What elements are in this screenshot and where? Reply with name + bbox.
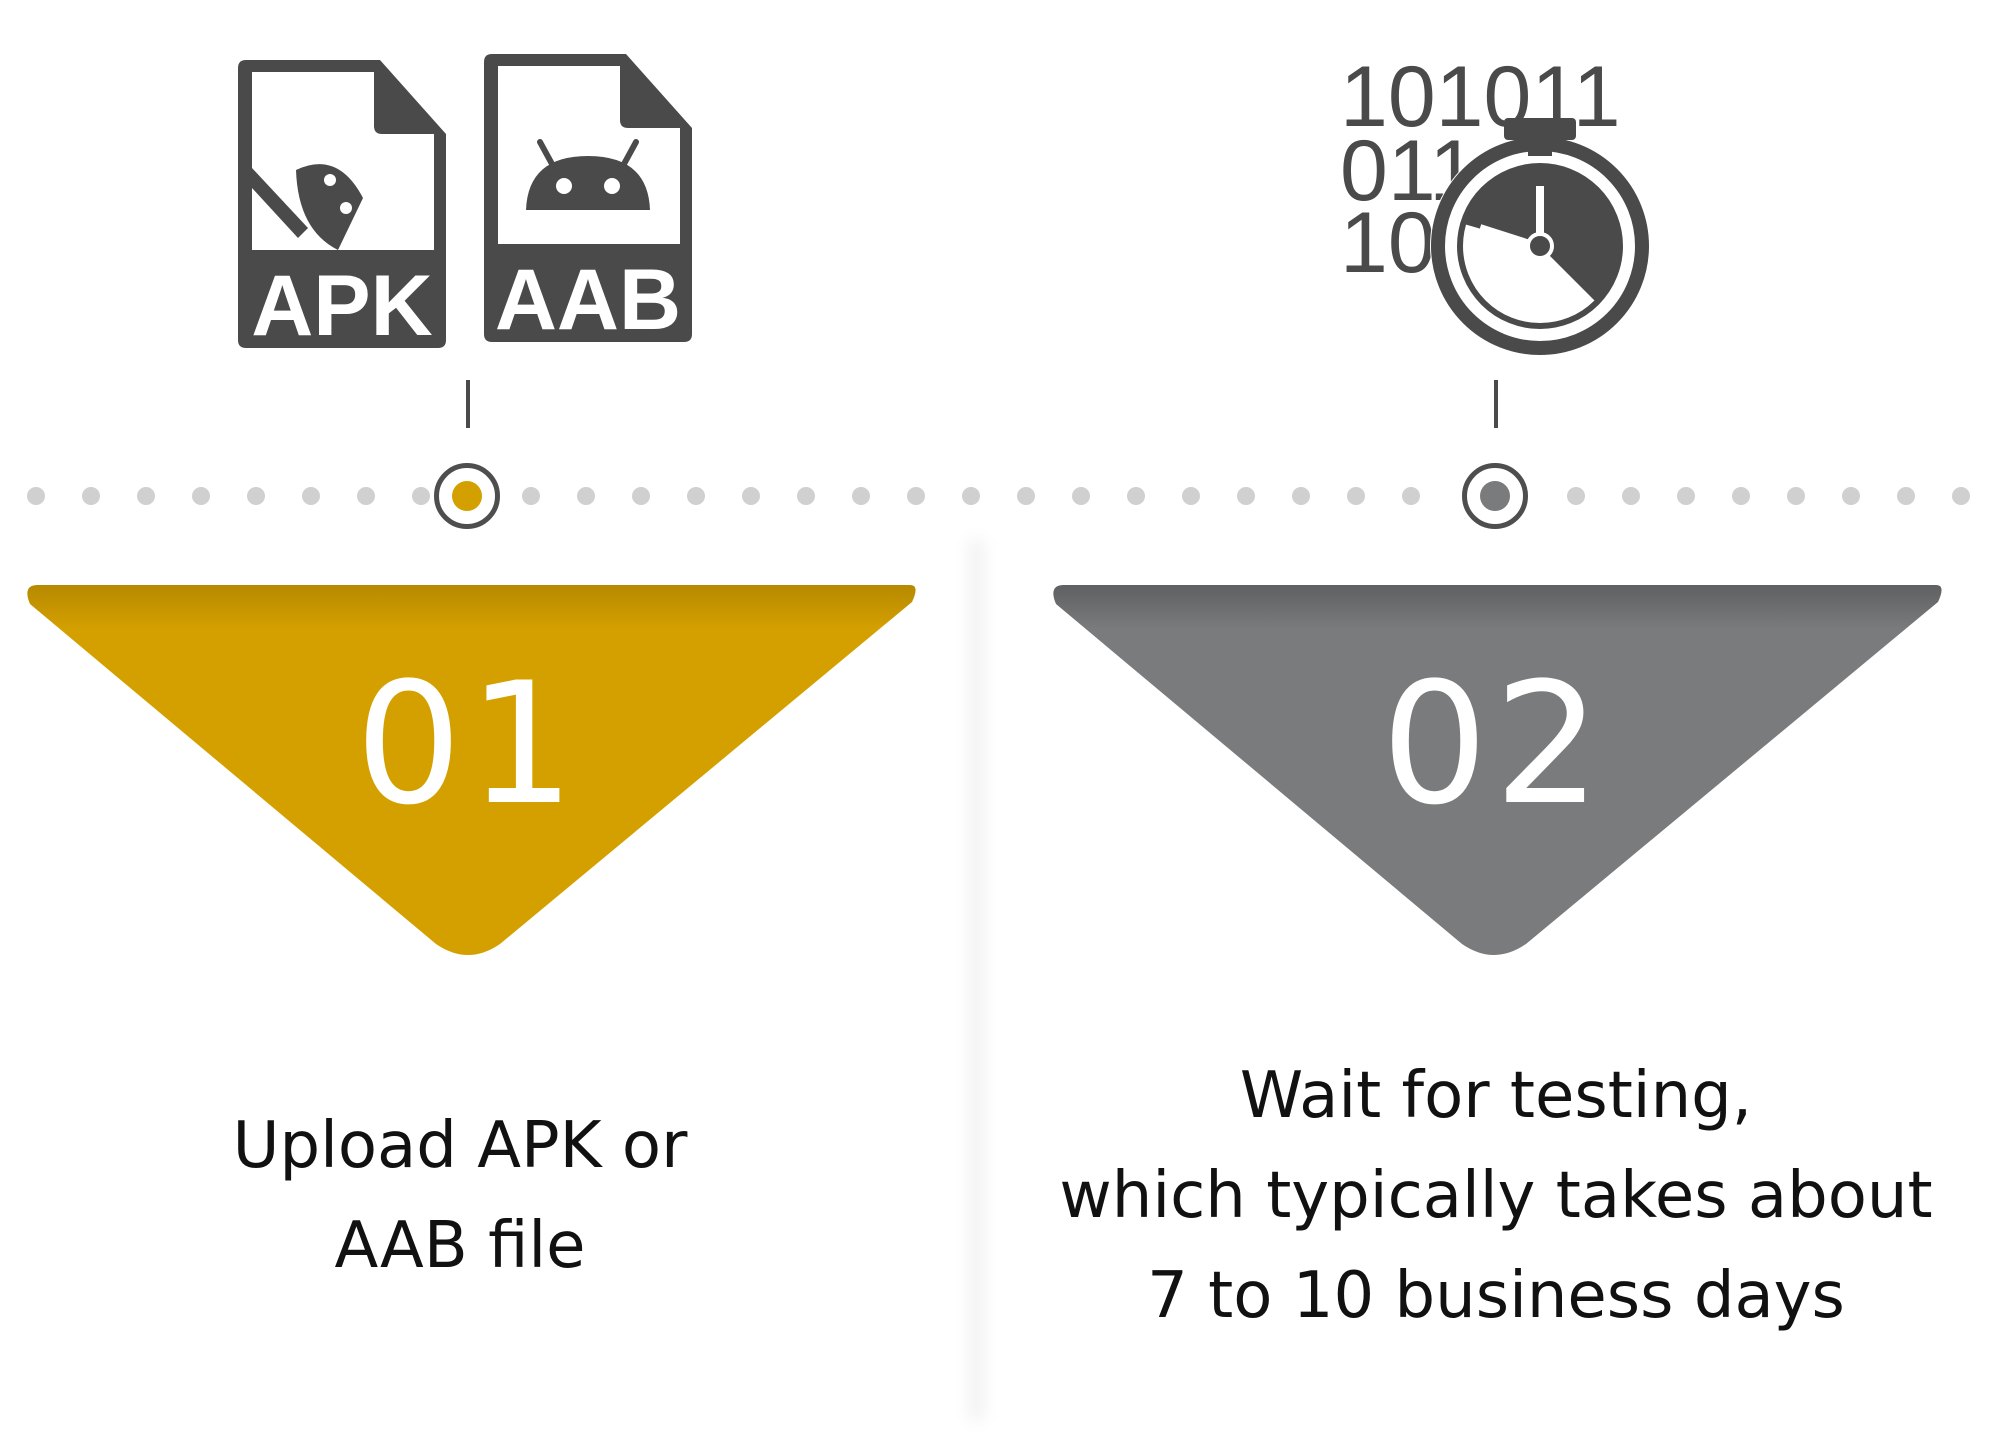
timeline-dot: [632, 487, 650, 505]
aab-icon-label: AAB: [495, 252, 681, 344]
panel-divider-shadow: [968, 540, 984, 1420]
timeline-dot: [192, 487, 210, 505]
timeline-dot: [1732, 487, 1750, 505]
binary-stopwatch-icon: 101011 011 10: [1340, 50, 1650, 356]
step-2-marker-core: [1480, 481, 1510, 511]
step-1-description-line-2: AAB file: [334, 1209, 586, 1283]
apk-icon-label: APK: [251, 258, 433, 350]
step-2-triangle: [1053, 585, 1942, 955]
step-1-number: 01: [355, 646, 581, 842]
timeline-dot: [1842, 487, 1860, 505]
timeline-dot: [907, 487, 925, 505]
timeline-dot: [1787, 487, 1805, 505]
timeline-dot: [852, 487, 870, 505]
timeline-dot: [357, 487, 375, 505]
step-1-description: Upload APK or AAB file: [160, 1096, 760, 1296]
step-2-description-line-3: 7 to 10 business days: [1147, 1259, 1845, 1333]
timeline-dot: [962, 487, 980, 505]
timeline-dot: [137, 487, 155, 505]
binary-line-3: 10: [1340, 195, 1436, 291]
timeline-dot: [577, 487, 595, 505]
timeline-dot: [82, 487, 100, 505]
timeline-dot: [247, 487, 265, 505]
timeline-dot: [412, 487, 430, 505]
timeline-dot: [797, 487, 815, 505]
step-2-connector: [1494, 380, 1498, 428]
timeline-dotted-line: [27, 487, 1970, 505]
timeline-dot: [742, 487, 760, 505]
timeline-dot: [1182, 487, 1200, 505]
timeline-dot: [302, 487, 320, 505]
timeline-dot: [1127, 487, 1145, 505]
step-2-description-line-1: Wait for testing,: [1239, 1059, 1753, 1133]
step-2-number: 02: [1381, 646, 1607, 842]
step-2-description-line-2: which typically takes about: [1059, 1159, 1933, 1233]
timeline-dot: [1952, 487, 1970, 505]
step-2-description: Wait for testing, which typically takes …: [1006, 1046, 1986, 1346]
timeline-dot: [1292, 487, 1310, 505]
timeline-dot: [1237, 487, 1255, 505]
aab-file-icon: AAB: [484, 54, 692, 344]
timeline-dot: [1017, 487, 1035, 505]
step-1-description-line-1: Upload APK or: [232, 1109, 688, 1183]
timeline-dot: [522, 487, 540, 505]
step-1-marker: [434, 463, 500, 529]
apk-file-icon: APK: [238, 60, 446, 350]
timeline-dot: [1072, 487, 1090, 505]
timeline-dot: [1402, 487, 1420, 505]
timeline-dot: [1567, 487, 1585, 505]
step-1-triangle: [27, 585, 916, 955]
step-1-connector: [466, 380, 470, 428]
timeline-dot: [1677, 487, 1695, 505]
timeline-dot: [687, 487, 705, 505]
timeline-dot: [1347, 487, 1365, 505]
timeline-dot: [1897, 487, 1915, 505]
step-1-marker-core: [452, 481, 482, 511]
step-2-marker: [1462, 463, 1528, 529]
timeline-dot: [27, 487, 45, 505]
timeline-dot: [1622, 487, 1640, 505]
